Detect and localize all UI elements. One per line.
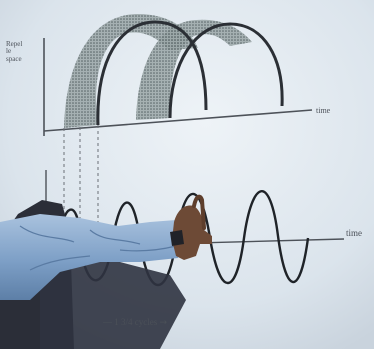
watch — [170, 230, 184, 246]
time-label-bottom: time — [346, 229, 362, 238]
time-label-top: time — [316, 107, 330, 115]
cycles-text: — 1 3/4 cycles — [103, 317, 157, 327]
y-axis-label: Repel le space — [6, 41, 30, 63]
cycles-annotation: — 1 3/4 cycles → — [103, 318, 167, 328]
right-arrow-icon: → — [160, 318, 168, 328]
